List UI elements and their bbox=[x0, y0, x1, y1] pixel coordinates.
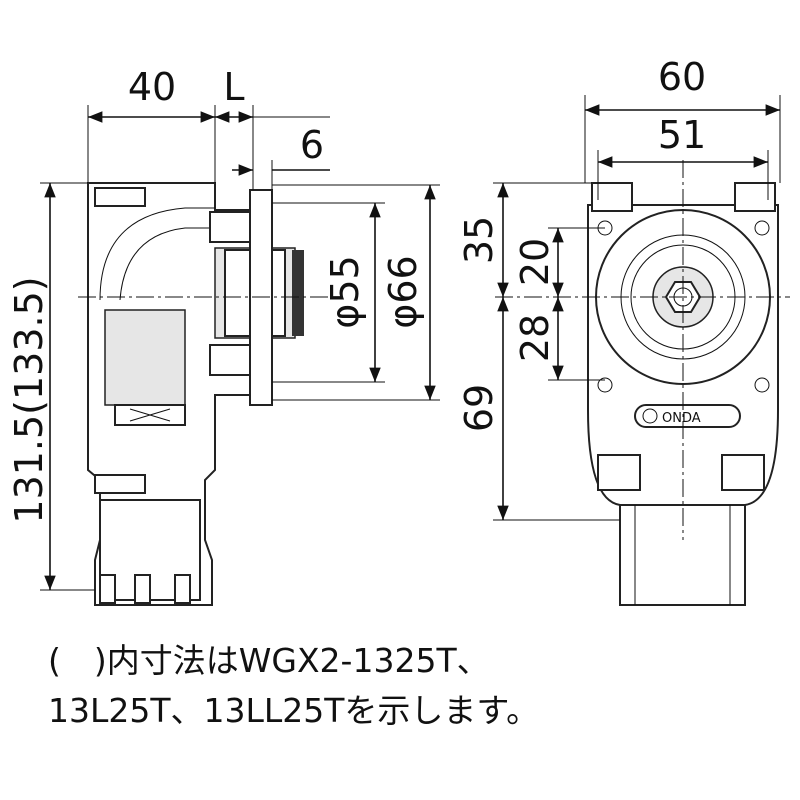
side-view bbox=[78, 182, 330, 606]
note-line-2: 13L25T、13LL25Tを示します。 bbox=[48, 691, 539, 730]
front-view: ONDA bbox=[495, 160, 790, 606]
dim-L: L bbox=[223, 65, 244, 109]
dim-height-total: 131.5(133.5) bbox=[7, 276, 51, 523]
dim-35: 35 bbox=[457, 216, 501, 264]
dim-dia-66: φ66 bbox=[381, 255, 425, 328]
dim-69: 69 bbox=[457, 384, 501, 432]
dim-28: 28 bbox=[513, 314, 557, 362]
onda-logo bbox=[634, 404, 741, 428]
side-dimension-lines bbox=[40, 105, 440, 591]
dim-60: 60 bbox=[658, 55, 706, 99]
dim-20: 20 bbox=[513, 238, 557, 286]
dim-51: 51 bbox=[658, 113, 706, 157]
dim-40: 40 bbox=[128, 65, 176, 109]
dim-dia-55: φ55 bbox=[323, 255, 367, 328]
logo-text: ONDA bbox=[662, 411, 701, 426]
front-dimension-lines bbox=[493, 95, 781, 521]
note-line-1: ( )内寸法はWGX2-1325T、 bbox=[48, 641, 490, 680]
dim-6: 6 bbox=[300, 123, 324, 167]
